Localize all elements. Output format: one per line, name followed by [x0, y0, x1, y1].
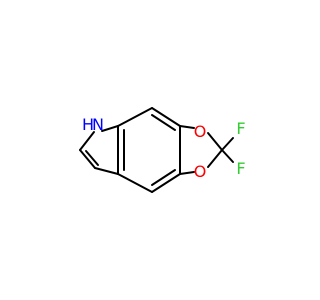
nitrogen-label: N	[92, 115, 104, 134]
bond-c7a-c7	[117, 107, 153, 127]
bond-cf2-f-top	[221, 137, 234, 151]
bond-c3b-c4	[151, 173, 181, 193]
bond-c2-c3	[79, 149, 96, 169]
bond-c2-c3-inner	[85, 150, 99, 166]
fluorine-bottom-label: F	[236, 159, 245, 178]
oxygen-top-label: O	[194, 122, 207, 141]
bond-c3-c3a	[94, 167, 119, 175]
nitrogen-hydrogen-label: H	[82, 115, 94, 134]
bond-n-c7a	[79, 131, 95, 151]
structure-canvas: H N O O F F	[79, 107, 246, 193]
oxygen-bottom-label: O	[194, 162, 207, 181]
bond-c7-c7b	[151, 107, 181, 127]
fluorine-top-label: F	[236, 119, 245, 138]
bond-o-bottom-cf2	[207, 149, 223, 168]
bond-c7-c7b-inner	[151, 114, 176, 131]
molecule-diagram: H N O O F F	[79, 107, 246, 193]
bond-cf2-f-bottom	[221, 149, 234, 163]
bond-c4-c3a	[117, 173, 153, 193]
bond-c3b-c4-inner	[151, 169, 176, 186]
bond-n-c2	[101, 125, 119, 132]
bond-o-top-cf2	[207, 132, 223, 151]
bond-c7b-o-top	[179, 125, 195, 129]
bond-c3b-o-bottom	[179, 171, 195, 175]
